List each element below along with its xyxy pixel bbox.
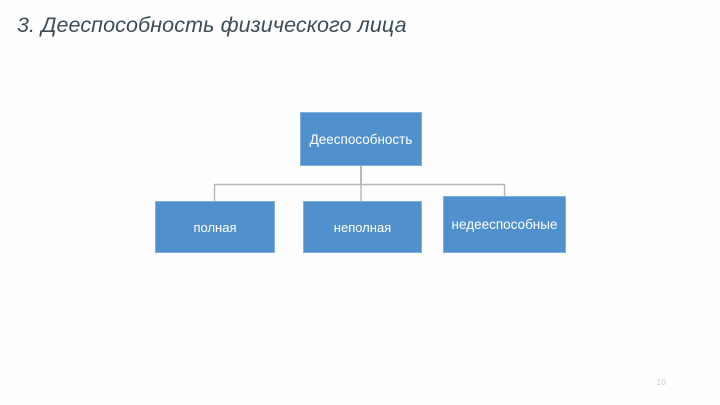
org-node-incapable[interactable]: недееспособные bbox=[443, 196, 566, 253]
org-node-full-capacity[interactable]: полная bbox=[155, 201, 275, 253]
org-node-partial-capacity-label: неполная bbox=[333, 219, 392, 235]
org-node-partial-capacity[interactable]: неполная bbox=[303, 201, 422, 253]
org-node-root-label: Дееспособность bbox=[309, 131, 413, 147]
org-node-incapable-label: недееспособные bbox=[451, 217, 558, 232]
org-node-root[interactable]: Дееспособность bbox=[300, 112, 422, 166]
org-node-full-capacity-label: полная bbox=[193, 219, 237, 235]
page-title: 3. Дееспособность физического лица bbox=[17, 13, 407, 37]
page-number: 10 bbox=[656, 378, 666, 387]
